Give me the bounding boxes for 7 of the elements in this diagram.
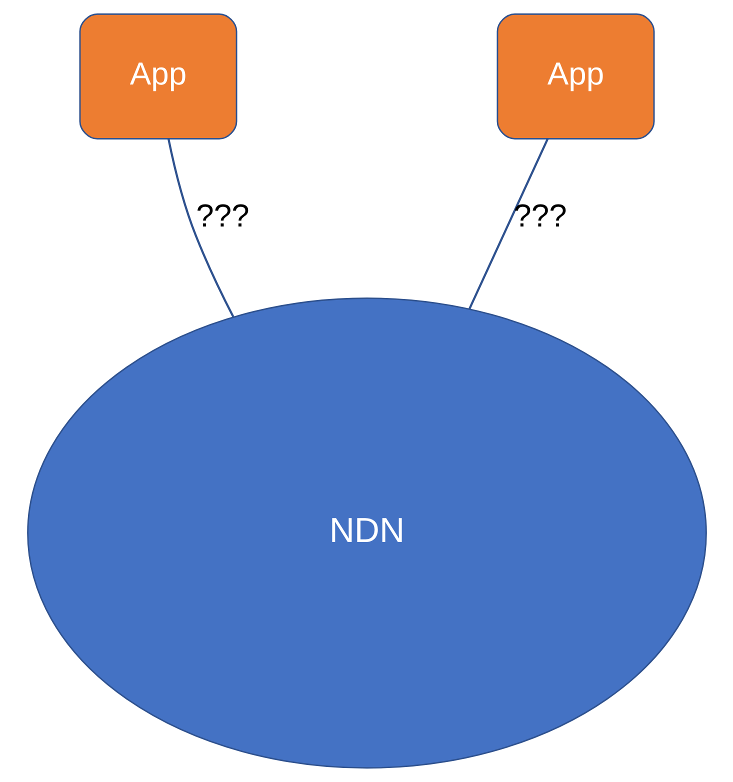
edge-label: ??? [196,198,249,234]
edge-label: ??? [513,198,566,234]
node-box: App [496,13,654,140]
node-ellipse: NDN [26,298,706,769]
node-box: App [78,13,237,140]
connector [468,138,548,310]
connector [166,138,234,318]
